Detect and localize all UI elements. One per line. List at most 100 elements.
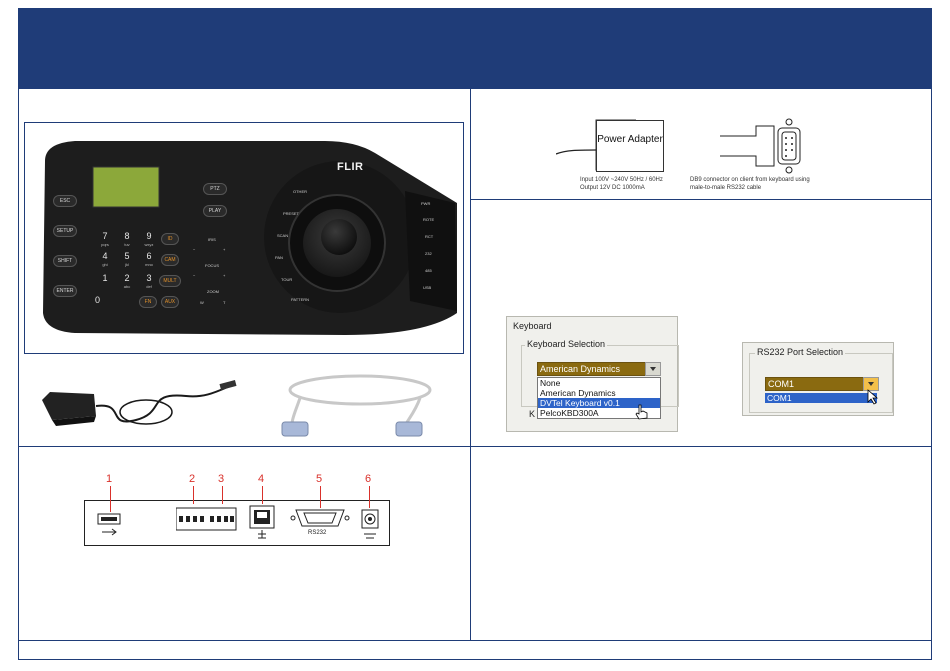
pattern-key: PATTERN <box>291 297 310 302</box>
keyboard-select[interactable]: American Dynamics <box>537 362 649 376</box>
keyboard-option-dvtel[interactable]: DVTel Keyboard v0.1 <box>538 398 660 408</box>
scan-key: SCAN <box>277 233 289 238</box>
iris-label: IRIS <box>208 237 216 242</box>
rs232-port-title: RS232 Port Selection <box>755 347 846 357</box>
terminal-block-icon <box>176 507 237 531</box>
port-callout-6 <box>369 486 370 508</box>
setup-key: SETUP <box>53 225 77 237</box>
power-adapter-label: Power Adapter <box>597 134 663 145</box>
zoom-wide-label: W <box>200 300 204 305</box>
focus-label: FOCUS <box>205 263 219 268</box>
grid-divider-bottom <box>18 640 931 641</box>
led-pwr: PWR <box>421 201 431 206</box>
focus-plus-label: + <box>223 273 226 278</box>
num-1: 1 <box>102 273 108 283</box>
cam-key: CAM <box>161 254 179 266</box>
num-3: 3 <box>146 273 152 283</box>
port-callout-5 <box>320 486 321 508</box>
num-9: 9 <box>146 231 152 241</box>
led-485: 485 <box>425 268 432 273</box>
rs232-option-com1[interactable]: COM1 <box>765 393 877 403</box>
usb-port-icon <box>97 513 121 536</box>
num-0: 0 <box>95 295 101 305</box>
content-frame <box>18 88 932 660</box>
arrow-cursor-icon <box>867 389 879 405</box>
fn-key: FN <box>139 296 157 308</box>
num-2: 2 <box>124 273 130 283</box>
grid-divider-vertical <box>470 88 471 640</box>
rs232-cable-photo-icon <box>281 374 432 437</box>
grid-divider-right <box>471 199 931 200</box>
port-number-6: 6 <box>365 473 372 485</box>
port-number-2: 2 <box>189 473 196 485</box>
adapter-spec-input: Input 100V ~240V 50Hz / 60Hz <box>580 177 663 183</box>
other-key: OTHER <box>293 189 307 194</box>
num-6-sub: mno <box>145 262 153 267</box>
port-callout-2 <box>193 486 194 504</box>
aux-key: AUX <box>161 296 179 308</box>
zoom-tele-label: T <box>223 300 226 305</box>
keyboard-body-icon <box>43 141 457 335</box>
num-7-sub: pqrs <box>101 242 109 247</box>
keyboard-options-list: None American Dynamics DVTel Keyboard v0… <box>537 377 661 419</box>
led-rote: ROTE <box>423 217 435 222</box>
port-number-1: 1 <box>106 473 113 485</box>
grid-divider-middle <box>18 446 931 447</box>
db9-connector-icon <box>720 118 801 174</box>
power-adapter-photo-icon <box>42 380 237 426</box>
focus-minus-label: − <box>193 273 196 278</box>
keyboard-option-none[interactable]: None <box>540 378 561 388</box>
zoom-label: ZOOM <box>207 289 219 294</box>
num-3-sub: def <box>146 284 152 289</box>
chevron-down-icon <box>868 382 874 386</box>
power-adapter-box: Power Adapter <box>596 120 664 172</box>
keyboard-selection-title: Keyboard Selection <box>525 339 608 349</box>
keyboard-photo: FLIR ESC SETUP SHIFT ENTER 7 pqrs 8 tuv … <box>24 122 464 354</box>
num-6: 6 <box>146 251 152 261</box>
shift-key: SHIFT <box>53 255 77 267</box>
num-8: 8 <box>124 231 130 241</box>
led-usb: USB <box>423 285 432 290</box>
port-callout-4 <box>262 486 263 504</box>
num-8-sub: tuv <box>124 242 130 247</box>
chevron-down-icon <box>650 367 656 371</box>
tour-key: TOUR <box>281 277 293 282</box>
keyboard-option-pelco[interactable]: PelcoKBD300A <box>540 408 599 418</box>
play-key: PLAY <box>203 205 227 217</box>
header-banner <box>18 8 932 88</box>
hidden-label-fragment: K <box>529 409 536 419</box>
num-2-sub: abc <box>123 284 131 289</box>
port-number-4: 4 <box>258 473 265 485</box>
keyboard-option-american-dynamics[interactable]: American Dynamics <box>540 388 616 398</box>
port-number-5: 5 <box>316 473 323 485</box>
num-7: 7 <box>102 231 108 241</box>
hand-cursor-icon <box>635 404 648 420</box>
keyboard-select-dropdown-button[interactable] <box>645 362 661 376</box>
rs232-port-select[interactable]: COM1 <box>765 377 865 391</box>
id-key: ID <box>161 233 179 245</box>
port-callout-3 <box>222 486 223 504</box>
db9-note-line1: DB9 connector on client from keyboard us… <box>690 177 810 183</box>
mult-key: MULT <box>159 275 181 287</box>
rs232-dialog: RS232 Port Selection COM1 COM1 <box>742 342 894 416</box>
num-9-sub: wxyz <box>144 242 154 247</box>
ethernet-port-icon <box>249 505 275 539</box>
adapter-spec-output: Output 12V DC 1000mA <box>580 185 645 191</box>
iris-minus-label: − <box>193 247 196 252</box>
preset-key: PRESET <box>283 211 300 216</box>
rs232-port-icon <box>290 509 350 527</box>
db9-note-line2: male-to-male RS232 cable <box>690 185 762 191</box>
led-rct: RCT <box>425 234 434 239</box>
iris-plus-label: + <box>223 247 226 252</box>
num-5-sub: jkl <box>125 262 129 267</box>
ptz-key: PTZ <box>203 183 227 195</box>
pan-key: PAN <box>275 255 283 260</box>
port-number-3: 3 <box>218 473 225 485</box>
num-5: 5 <box>124 251 130 261</box>
esc-key: ESC <box>53 195 77 207</box>
num-4-sub: ghi <box>102 262 108 267</box>
rs232-dropdown-button[interactable] <box>863 377 879 391</box>
keyboard-dialog: Keyboard Keyboard Selection American Dyn… <box>506 316 679 432</box>
enter-key: ENTER <box>53 285 77 297</box>
flir-logo: FLIR <box>337 161 364 173</box>
